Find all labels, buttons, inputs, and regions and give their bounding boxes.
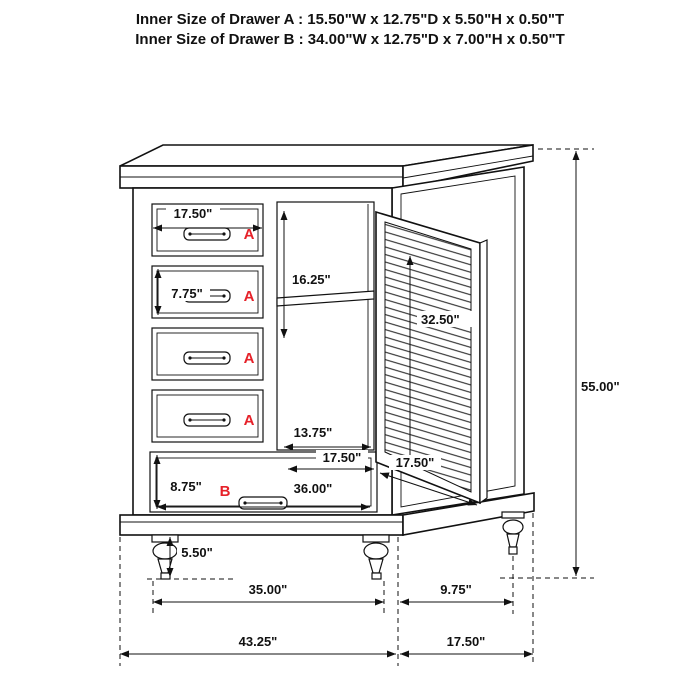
drawer-a2-label: A [244,288,255,305]
door-edge [479,239,488,505]
dim-upper-drawers-height: 16.25" [280,211,342,338]
handle-screw [243,501,247,505]
handle-screw [188,356,192,360]
header: Inner Size of Drawer A : 15.50"W x 12.75… [135,11,564,48]
drawer-b-label: B [220,483,231,500]
drawer-a4-label: A [244,412,255,429]
door-louvers [384,221,472,493]
dim-overall-depth: 17.50" [400,513,534,666]
bottom-molding-front [119,514,404,536]
dim-overall-height: 55.00" [500,148,630,579]
dim-shelf-depth: 13.75" [284,425,371,451]
dim-drawer-a-width: 17.50" [153,206,262,232]
dim-overall-width-label: 43.25" [239,634,278,649]
leg-bulb [502,519,524,535]
handle-screw [222,232,226,236]
handle-screw [279,501,283,505]
dim-leg-height-label: 5.50" [181,545,212,560]
dim-drawer-b-width: 36.00" [157,481,370,511]
dimension-annotations: 17.50" 16.25" 7.75" 32.50" 55.00" [119,148,630,666]
dim-door-panel-height: 32.50" [406,256,473,470]
dim-door-panel-height-label: 32.50" [421,312,460,327]
dim-drawer-a-front-height: 7.75" [154,269,210,315]
leg-back-right [501,511,525,555]
dim-leg-height: 5.50" [147,537,233,580]
dim-front-leg-span: 35.00" [152,581,385,614]
drawer-a3-handle [183,351,231,365]
dim-door-panel-width: 17.50" [379,455,478,506]
dim-door-opening-width-label: 17.50" [323,450,362,465]
drawer-a3-label: A [244,350,255,367]
header-line-1: Inner Size of Drawer A : 15.50"W x 12.75… [136,11,564,28]
label-bg [164,479,208,494]
dim-overall-depth-label: 17.50" [447,634,486,649]
label-bg [316,450,368,465]
drawer-a3-panel [156,332,259,376]
opening-cavity [276,201,375,451]
handle-screw [222,294,226,298]
dim-door-panel-width-label: 17.50" [396,455,435,470]
dim-overall-height-label: 55.00" [581,379,620,394]
label-bg [164,286,210,301]
handle-screw [222,356,226,360]
drawer-a3: A [151,327,264,381]
leg-taper [368,558,384,574]
label-bg [578,378,630,394]
dim-front-leg-span-label: 35.00" [249,582,288,597]
dim-drawer-a-width-label: 17.50" [174,206,213,221]
leg-front-right [362,534,390,580]
drawer-a1-handle [183,227,231,241]
top-molding-side [402,144,534,189]
dim-drawer-a-front-height-label: 7.75" [171,286,202,301]
drawer-a4-handle [183,413,231,427]
label-bg [417,311,473,327]
leg-bulb [152,542,178,560]
leg-cap [362,534,390,543]
leg-bulb [363,542,389,560]
label-bg [177,545,217,560]
drawer-a4-panel [156,394,259,438]
handle-screw [188,418,192,422]
dim-shelf-depth-label: 13.75" [294,425,333,440]
dim-door-opening-width: 17.50" [288,450,374,473]
label-bg [166,206,220,221]
dim-drawer-b-front-height: 8.75" [153,455,208,509]
drawer-a4: A [151,389,264,443]
bottom-molding-side [402,492,535,536]
dim-drawer-b-width-label: 36.00" [294,481,333,496]
handle-screw [188,232,192,236]
shelf [276,290,375,307]
drawer-a1-label: A [244,226,255,243]
label-bg [287,481,339,496]
label-bg [288,271,342,286]
leg-front-left [151,534,179,580]
dim-line [379,472,478,506]
label-bg [287,425,339,440]
header-line-2: Inner Size of Drawer B : 34.00"W x 12.75… [135,31,564,48]
dim-overall-width: 43.25" [119,537,396,666]
dim-upper-drawers-height-label: 16.25" [292,272,331,287]
leg-foot [371,572,382,580]
door-opening [276,201,375,451]
leg-cap [501,511,525,519]
label-bg [389,455,441,470]
leg-foot [508,546,518,555]
dim-side-leg-span-label: 9.75" [440,582,471,597]
dim-drawer-b-front-height-label: 8.75" [170,479,201,494]
leg-cap [151,534,179,543]
bottom-molding [119,492,535,536]
leg-taper [506,533,520,548]
handle-screw [222,418,226,422]
dim-side-leg-span: 9.75" [397,537,514,666]
cabinet-top [119,144,534,189]
top-molding-side-profile [402,155,534,179]
leg-foot [160,572,171,580]
